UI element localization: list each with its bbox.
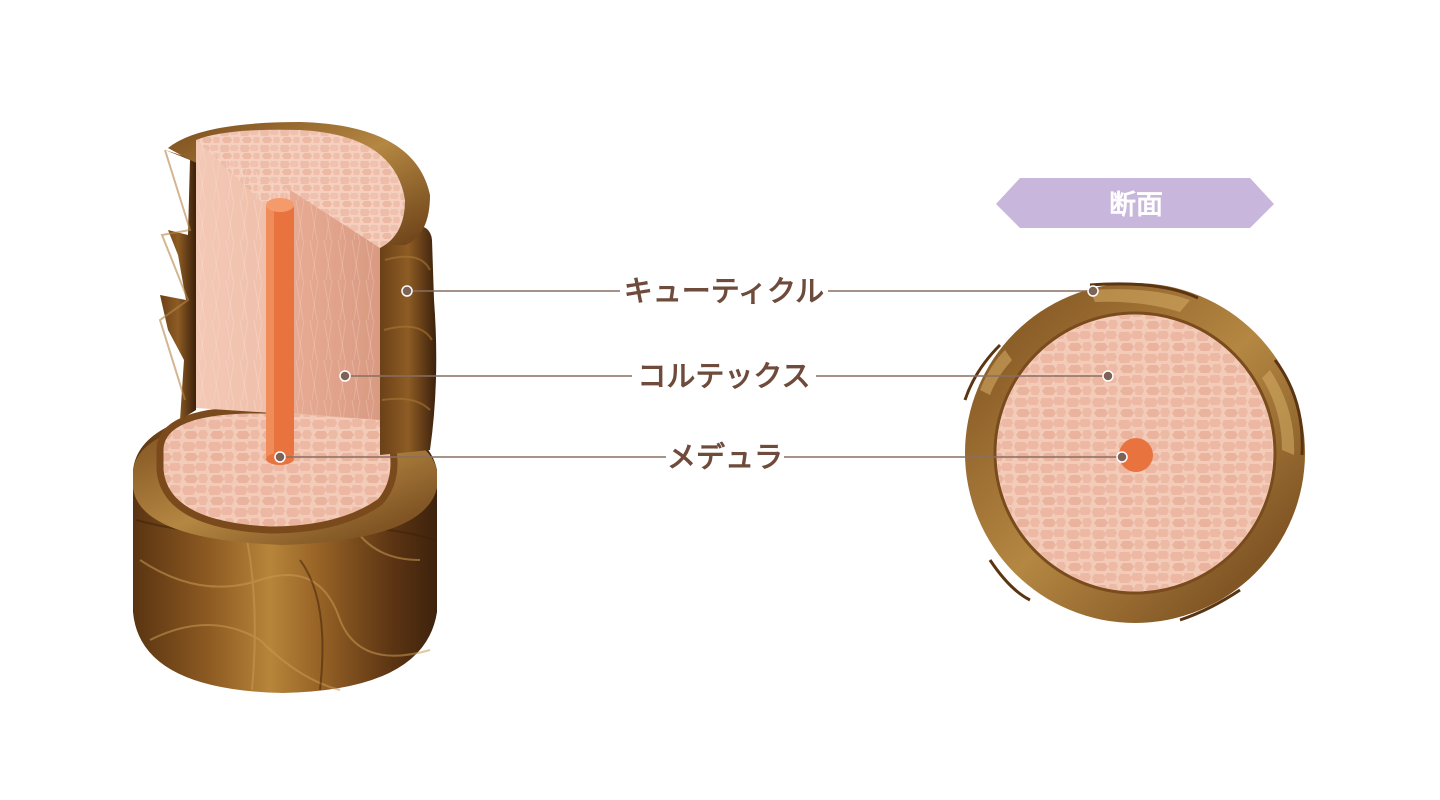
cross-medulla xyxy=(1119,438,1153,472)
cuticle-pointer-left xyxy=(401,285,413,297)
cross-cuticle-scales xyxy=(963,282,1304,622)
label-cortex-group: コルテックス xyxy=(339,359,1114,393)
cortex-pointer-left xyxy=(339,370,351,382)
label-cuticle-group: キューティクル xyxy=(401,274,1099,308)
medulla-pointer-right xyxy=(1116,451,1128,463)
hair-3d-cutaway xyxy=(133,122,437,693)
label-cortex: コルテックス xyxy=(637,359,810,393)
upper-cuticle-scales-left xyxy=(160,150,196,420)
medulla-pointer-left xyxy=(274,451,286,463)
upper-cuticle-shell-right xyxy=(380,224,437,455)
label-cuticle: キューティクル xyxy=(624,274,824,308)
section-badge-label: 断面 xyxy=(1109,190,1163,221)
section-badge: 断面 xyxy=(996,178,1274,228)
label-medulla: メデュラ xyxy=(667,440,783,474)
lower-cortex-face xyxy=(160,410,394,530)
section-badge-shape xyxy=(996,178,1274,228)
cortex-pointer-right xyxy=(1102,370,1114,382)
bark-texture-lower xyxy=(139,519,431,691)
upper-cortex-face xyxy=(196,129,405,248)
medulla-rod-top xyxy=(266,198,294,212)
hair-cross-section xyxy=(963,282,1305,623)
label-medulla-group: メデュラ xyxy=(274,440,1128,474)
cuticle-pointer-right xyxy=(1087,285,1099,297)
